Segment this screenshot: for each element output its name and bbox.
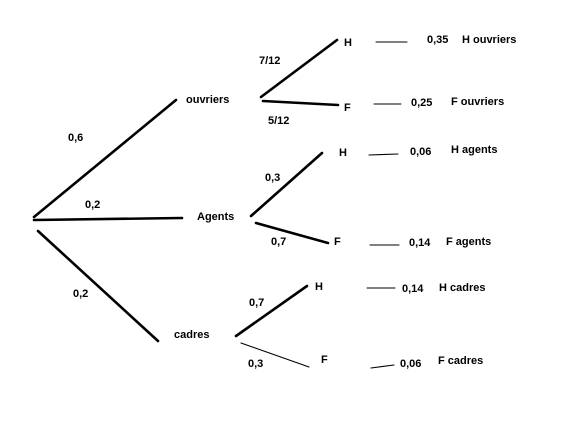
- edge-root-agents: [32, 216, 184, 222]
- joint-cadres-f: 0,06: [400, 358, 421, 370]
- edge-cadres-f: [240, 342, 310, 368]
- dash-cadres-f: [370, 364, 395, 369]
- dash-agents-h: [368, 153, 399, 156]
- result-cadres-h: H cadres: [439, 282, 485, 294]
- joint-ouvriers-f: 0,25: [411, 97, 432, 109]
- edge-cadres-h: [234, 284, 309, 338]
- prob-cadres-f: 0,3: [248, 358, 263, 370]
- leaf-agents-f: F: [334, 236, 341, 248]
- node-agents: Agents: [197, 211, 234, 223]
- result-agents-h: H agents: [451, 144, 497, 156]
- edge-agents-h: [249, 151, 324, 218]
- leaf-cadres-h: H: [315, 281, 323, 293]
- node-ouvriers: ouvriers: [186, 94, 229, 106]
- joint-agents-f: 0,14: [409, 237, 431, 249]
- edge-ouvriers-f: [261, 99, 340, 107]
- edge-ouvriers-h: [259, 38, 339, 99]
- leaf-ouvriers-f: F: [344, 102, 351, 114]
- joint-agents-h: 0,06: [410, 146, 431, 158]
- leaf-agents-h: H: [339, 147, 347, 159]
- joint-cadres-h: 0,14: [402, 283, 424, 295]
- prob-agents-f: 0,7: [271, 236, 286, 248]
- result-ouvriers-h: H ouvriers: [462, 34, 516, 46]
- prob-cadres: 0,2: [73, 288, 88, 300]
- prob-ouvriers-h: 7/12: [259, 55, 280, 67]
- prob-agents: 0,2: [85, 199, 100, 211]
- leaf-ouvriers-h: H: [344, 37, 352, 49]
- prob-ouvriers-f: 5/12: [268, 115, 289, 127]
- edge-agents-f: [254, 221, 330, 245]
- prob-cadres-h: 0,7: [249, 297, 264, 309]
- prob-ouvriers: 0,6: [68, 132, 83, 144]
- result-cadres-f: F cadres: [438, 355, 483, 367]
- node-cadres: cadres: [174, 329, 209, 341]
- leaf-cadres-f: F: [321, 354, 328, 366]
- result-ouvriers-f: F ouvriers: [451, 96, 504, 108]
- prob-agents-h: 0,3: [265, 172, 280, 184]
- edge-root-ouvriers: [32, 98, 178, 219]
- joint-ouvriers-h: 0,35: [427, 34, 448, 46]
- edge-root-cadres: [36, 229, 160, 343]
- result-agents-f: F agents: [446, 236, 491, 248]
